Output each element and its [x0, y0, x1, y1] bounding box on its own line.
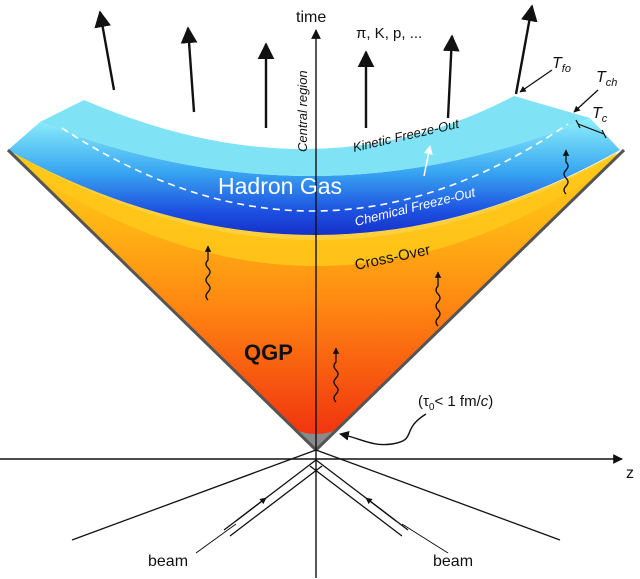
particles-label: π, K, p, ...	[356, 25, 422, 42]
central-region-label: Central region	[295, 70, 310, 152]
t-fo-label: Tfo	[552, 55, 571, 75]
particle-arrow-5	[442, 34, 460, 119]
tau0-pointer	[339, 413, 427, 446]
particle-arrow-2	[180, 26, 198, 113]
photon-arrows	[204, 149, 570, 403]
photon-arrow-3	[434, 271, 442, 327]
kinetic-freeze-out-band	[40, 96, 590, 177]
t-ch-pointer	[573, 89, 599, 113]
t-c-bracket	[575, 119, 607, 139]
light-cone-left-edge	[6, 148, 318, 452]
photon-arrow-1	[204, 245, 212, 301]
outgoing-particle-arrows	[94, 4, 538, 128]
photon-arrow-4	[562, 149, 570, 195]
beam-label-right: beam	[433, 553, 473, 570]
t-c-label: Tc	[592, 105, 608, 125]
freeze-out-arrow	[423, 145, 433, 177]
time-axis-label: time	[296, 9, 326, 26]
beam-lines	[71, 449, 561, 541]
t-fo-pointer	[519, 69, 553, 93]
tau0-label: (τ0< 1 fm/c)	[418, 393, 493, 413]
qgp-label: QGP	[244, 340, 293, 365]
photon-arrow-2	[332, 347, 340, 403]
beam-right-pointer	[401, 523, 449, 554]
beam-left-pointer	[195, 523, 237, 554]
beam-label-left: beam	[148, 553, 188, 570]
particle-arrow-6	[514, 4, 538, 95]
yellow-band	[14, 152, 618, 266]
particle-arrow-1	[94, 10, 116, 91]
hadron-gas-label: Hadron Gas	[218, 173, 342, 199]
hadron-gas-band	[8, 118, 620, 235]
light-cone-right-edge	[314, 148, 626, 452]
z-axis-label: z	[626, 465, 634, 482]
t-ch-label: Tch	[596, 69, 617, 89]
